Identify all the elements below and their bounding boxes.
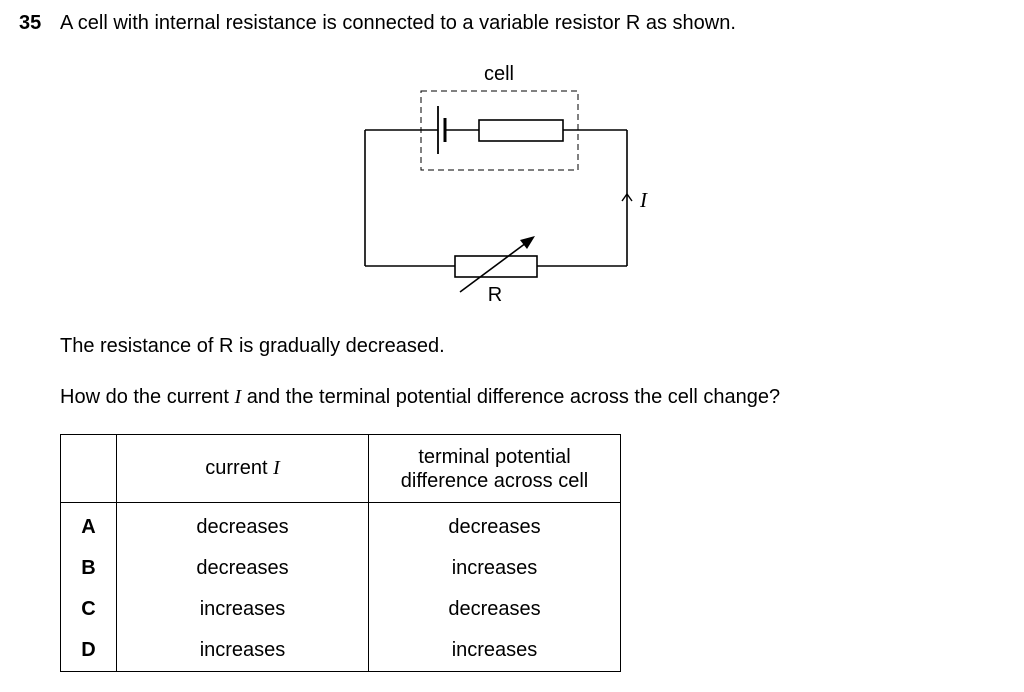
question-statement: The resistance of R is gradually decreas…: [60, 335, 445, 357]
option-letter: D: [60, 630, 117, 672]
header-current-symbol: I: [273, 457, 280, 479]
variable-resistor: [454, 255, 538, 278]
circuit-diagram: cell R I: [364, 63, 648, 306]
option-current: decreases: [116, 548, 369, 589]
option-pd: decreases: [368, 502, 621, 548]
option-current: decreases: [116, 502, 369, 548]
option-letter: A: [60, 502, 117, 548]
prompt-text-before: How do the current: [60, 386, 235, 408]
option-letter: C: [60, 589, 117, 630]
variable-resistor-arrowhead-icon: [520, 236, 535, 249]
header-empty-cell: [60, 434, 117, 503]
header-terminal-pd: terminal potential difference across cel…: [368, 434, 621, 503]
option-row-d[interactable]: D increases increases: [60, 630, 621, 672]
option-row-b[interactable]: B decreases increases: [60, 548, 621, 589]
option-current: increases: [116, 589, 369, 630]
header-pd-line1: terminal potential: [418, 445, 571, 468]
table-header-row: current I terminal potential difference …: [60, 434, 621, 503]
question-stem: A cell with internal resistance is conne…: [60, 12, 736, 34]
option-pd: increases: [368, 548, 621, 589]
option-pd: decreases: [368, 589, 621, 630]
option-pd: increases: [368, 630, 621, 672]
option-row-c[interactable]: C increases decreases: [60, 589, 621, 630]
resistor-label: R: [488, 284, 502, 306]
option-letter: B: [60, 548, 117, 589]
question-number: 35: [19, 12, 42, 34]
internal-resistor: [478, 119, 564, 142]
option-row-a[interactable]: A decreases decreases: [60, 502, 621, 548]
question-prompt: How do the current I and the terminal po…: [60, 386, 780, 409]
variable-resistor-arrow-line: [459, 239, 531, 293]
option-current: increases: [116, 630, 369, 672]
cell-label: cell: [484, 63, 514, 85]
current-label: I: [639, 188, 648, 212]
prompt-current-symbol: I: [234, 386, 242, 408]
header-pd-line2: difference across cell: [400, 469, 589, 492]
prompt-text-after: and the terminal potential difference ac…: [241, 386, 781, 408]
answer-options-table: current I terminal potential difference …: [60, 434, 621, 672]
header-current: current I: [116, 434, 369, 503]
current-arrow-icon: [621, 192, 633, 202]
